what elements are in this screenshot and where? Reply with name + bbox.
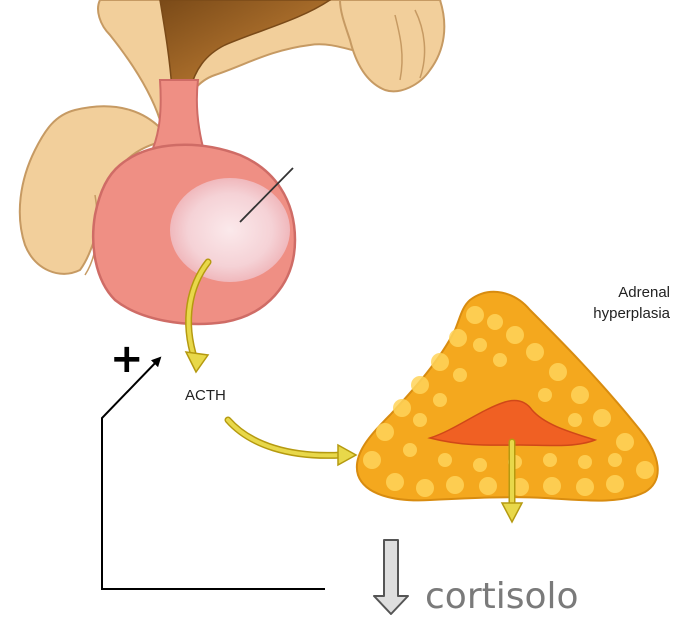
- adrenal-label-line2: hyperplasia: [593, 305, 670, 322]
- cortisol-down-arrow-icon: [374, 540, 408, 614]
- adrenal-label-line1: Adrenal: [618, 284, 670, 301]
- plus-sign: +: [110, 336, 144, 382]
- acth-label: ACTH: [185, 387, 226, 404]
- adrenal-gland: [357, 292, 658, 501]
- pituitary-adenoma: [170, 178, 290, 282]
- acth-to-adrenal-arrow: [228, 420, 356, 465]
- hypothalamus: [98, 0, 444, 120]
- cortisolo-label: cortisolo: [425, 576, 579, 617]
